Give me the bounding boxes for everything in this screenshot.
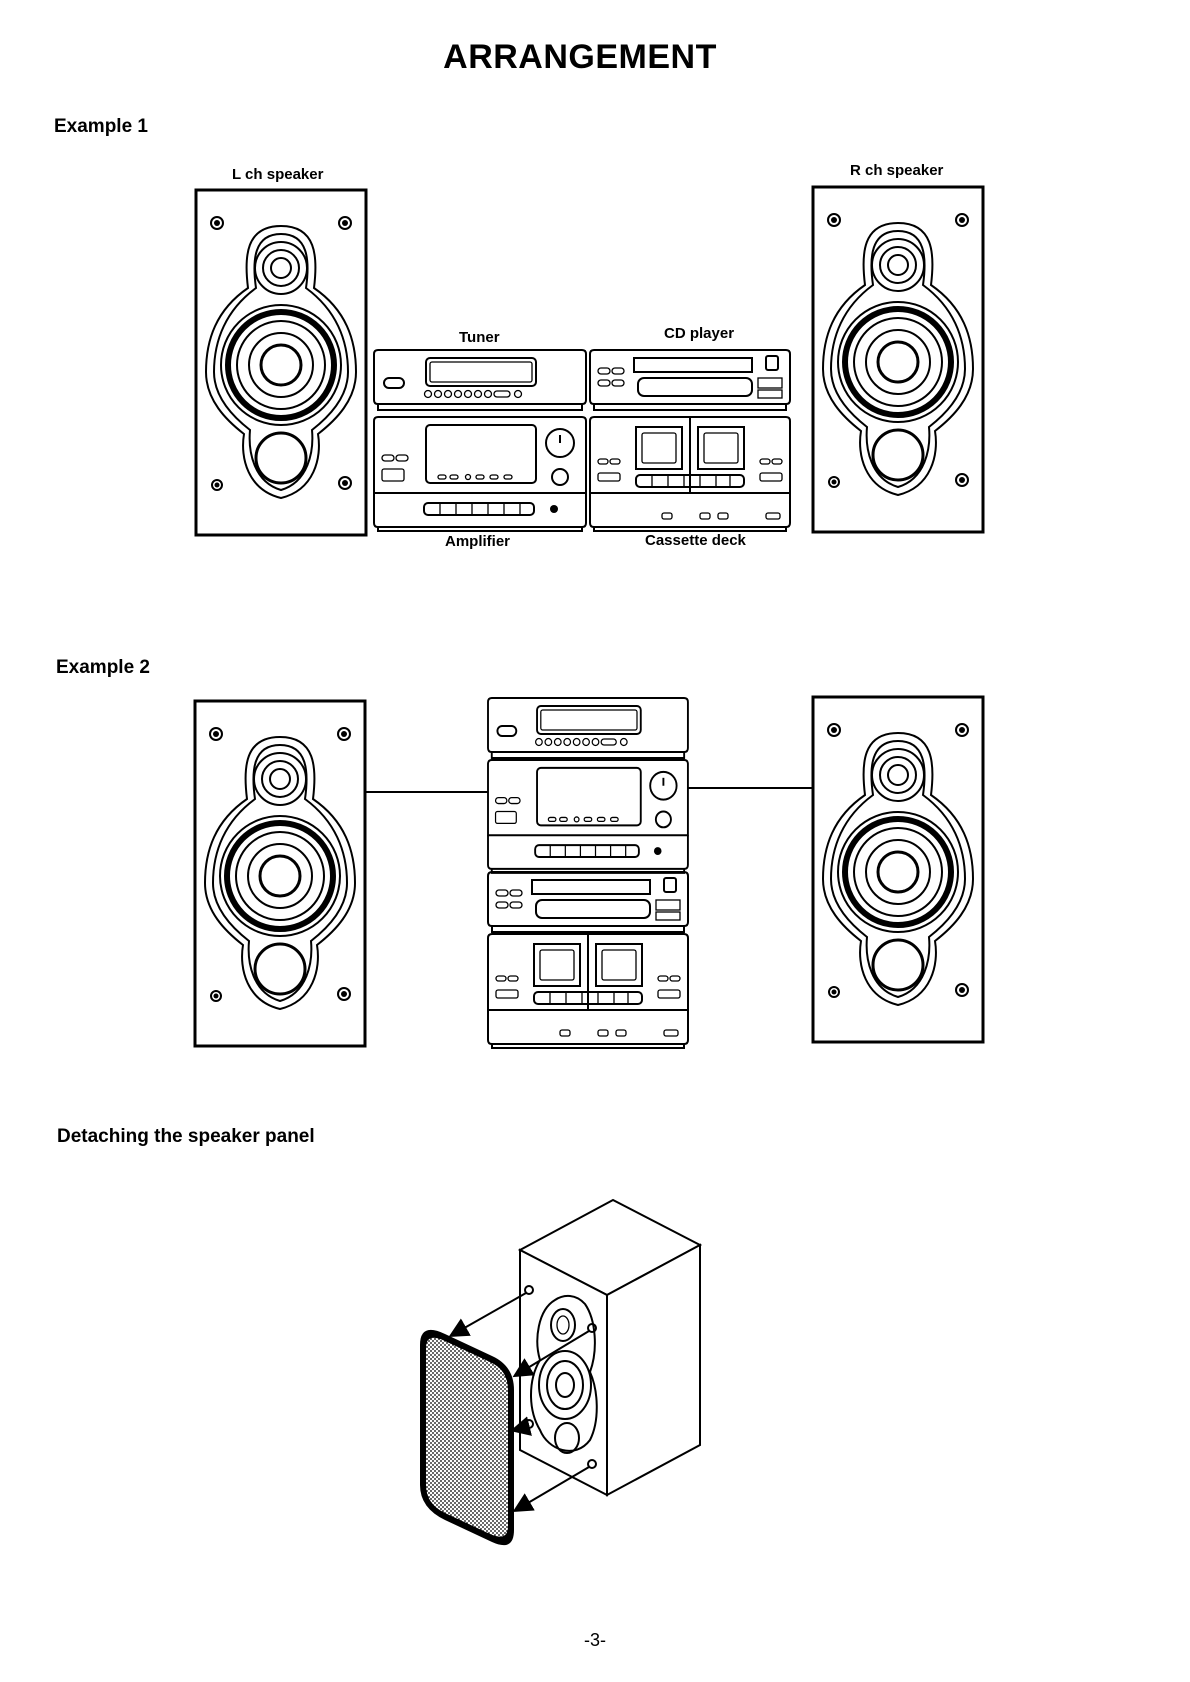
page-number: -3- [0, 1630, 1190, 1651]
speaker-grille-mesh [426, 1338, 508, 1537]
